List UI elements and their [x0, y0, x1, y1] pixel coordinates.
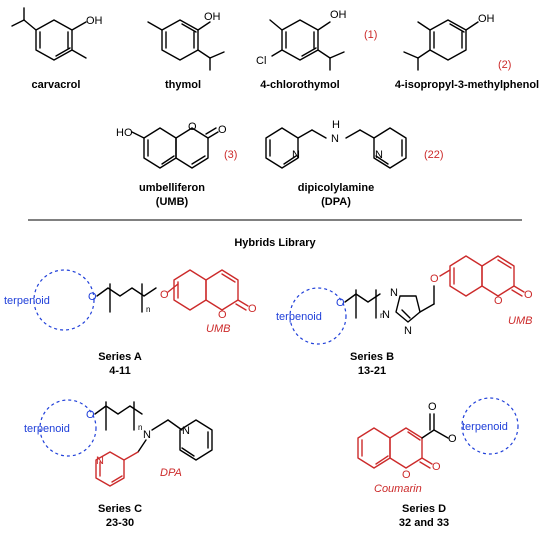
umbelliferon-ring-o: O: [188, 121, 197, 133]
series-a-terpenoid-label: terpenoid: [4, 295, 50, 307]
series-a-title: Series A: [98, 351, 142, 363]
umbelliferon-carbonyl-o: O: [218, 124, 227, 136]
dpa-right-n: N: [375, 149, 383, 161]
thymol-structure: OH: [147, 11, 225, 71]
dipicolylamine-name: dipicolylamine: [298, 182, 374, 194]
series-c-amine-n: N: [143, 429, 151, 441]
series-d-ester-o: O: [448, 433, 457, 445]
series-a-o-right: O: [160, 289, 169, 301]
series-a-terpenoid-circle: [33, 269, 95, 331]
series-a-structure: terpenoid O n O O O: [4, 269, 257, 331]
series-c-terpenoid-label: terpenoid: [24, 423, 70, 435]
dpa-left-n: N: [292, 149, 300, 161]
library-title: Hybrids Library: [234, 237, 316, 249]
series-b-n-subscript: n: [380, 311, 384, 320]
dpa-amine-h: H: [332, 119, 340, 131]
series-d-ester-co: O: [428, 401, 437, 413]
series-b-title: Series B: [350, 351, 394, 363]
series-b-tag: UMB: [508, 315, 532, 327]
series-a-carbonyl-o: O: [248, 303, 257, 315]
series-d-structure: O O O O terpenoid: [357, 397, 519, 481]
thymol-oh-label: OH: [204, 11, 221, 23]
series-b-o-left: O: [336, 297, 345, 309]
series-c-py2-n: N: [96, 455, 104, 467]
series-b-triazole-n1: N: [390, 287, 398, 299]
series-c-terpenoid-circle: [39, 399, 97, 457]
series-d-carbonyl-o: O: [432, 461, 441, 473]
series-d-terpenoid-circle: [461, 397, 519, 455]
isopropylmethylphenol-oh-label: OH: [478, 13, 495, 25]
series-a-range: 4-11: [109, 365, 130, 377]
series-b-terpenoid-circle: [289, 287, 347, 345]
umbelliferon-ho-label: HO: [116, 127, 133, 139]
series-a-n-subscript: n: [146, 305, 150, 314]
carvacrol-oh-label: OH: [86, 15, 103, 27]
series-b-ring-o: O: [494, 295, 503, 307]
series-c-range: 23-30: [106, 517, 134, 529]
series-d-title: Series D: [402, 503, 446, 515]
series-c-tag: DPA: [160, 467, 182, 479]
carvacrol-structure: OH: [11, 7, 103, 61]
thymol-name: thymol: [165, 79, 201, 91]
series-a-tag: UMB: [206, 323, 230, 335]
dipicolylamine-structure: N N H N: [265, 119, 407, 169]
dipicolylamine-abbr: (DPA): [321, 196, 351, 208]
isopropylmethylphenol-name: 4-isopropyl-3-methylphenol: [395, 79, 539, 91]
series-d-tag: Coumarin: [374, 483, 422, 495]
series-c-structure: terpenoid O n N N N: [24, 399, 213, 487]
umbelliferon-structure: HO O O: [116, 121, 227, 169]
chlorothymol-cl-label: Cl: [256, 55, 266, 67]
umbelliferon-abbr: (UMB): [156, 196, 189, 208]
chlorothymol-oh-label: OH: [330, 9, 347, 21]
series-b-terpenoid-label: terpenoid: [276, 311, 322, 323]
umbelliferon-name: umbelliferon: [139, 182, 205, 194]
series-d-range: 32 and 33: [399, 517, 449, 529]
chlorothymol-name: 4-chlorothymol: [260, 79, 339, 91]
dipicolylamine-ref: (22): [424, 149, 444, 161]
series-a-ring-o: O: [218, 309, 227, 321]
series-b-carbonyl-o: O: [524, 289, 533, 301]
umbelliferon-ref: (3): [224, 149, 237, 161]
series-b-triazole-n2: N: [382, 309, 390, 321]
series-c-title: Series C: [98, 503, 142, 515]
series-a-o-left: O: [88, 291, 97, 303]
dpa-amine-n: N: [331, 133, 339, 145]
isopropylmethylphenol-ref: (2): [498, 59, 511, 71]
series-c-py1-n: N: [182, 425, 190, 437]
series-b-range: 13-21: [358, 365, 386, 377]
chlorothymol-ref: (1): [364, 29, 377, 41]
chlorothymol-structure: OH Cl: [256, 9, 347, 71]
series-b-structure: terpenoid O n N N N O O O: [276, 255, 533, 345]
series-c-o-left: O: [86, 409, 95, 421]
series-b-triazole-n3: N: [404, 325, 412, 337]
series-c-n-subscript: n: [138, 423, 142, 432]
series-d-terpenoid-label: terpenoid: [462, 421, 508, 433]
carvacrol-name: carvacrol: [32, 79, 81, 91]
series-b-o-right: O: [430, 273, 439, 285]
series-d-ring-o: O: [402, 469, 411, 481]
isopropylmethylphenol-structure: OH: [403, 13, 495, 71]
